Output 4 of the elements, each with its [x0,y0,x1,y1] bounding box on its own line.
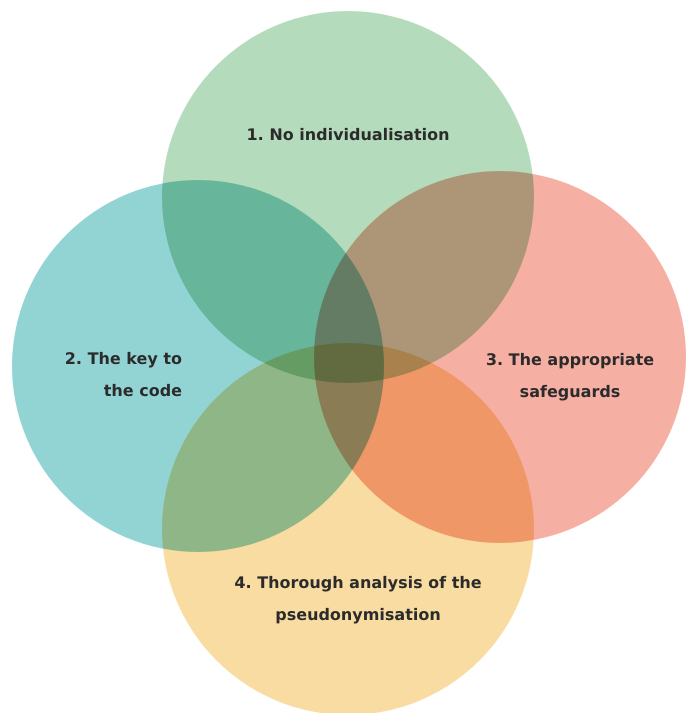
circle-label: 1. No individualisation [246,124,450,146]
circle-label: 3. The appropriate safeguards [484,349,656,403]
circle-label: 2. The key to the code [64,348,182,402]
circle-label: 4. Thorough analysis of the pseudonymisation [233,572,483,626]
